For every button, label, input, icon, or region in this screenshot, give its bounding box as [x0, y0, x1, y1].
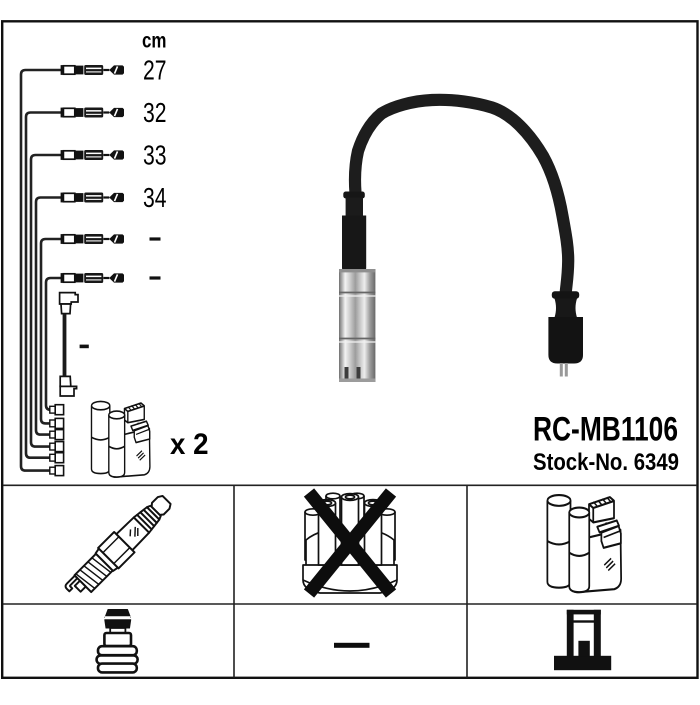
svg-text:34: 34 — [143, 182, 167, 213]
svg-text:cm: cm — [142, 30, 167, 53]
svg-text:27: 27 — [143, 55, 167, 86]
svg-text:x 2: x 2 — [170, 428, 209, 461]
svg-text:32: 32 — [143, 97, 167, 128]
svg-text:Stock-No. 6349: Stock-No. 6349 — [533, 449, 679, 476]
svg-text:33: 33 — [143, 140, 167, 171]
svg-text:RC-MB1106: RC-MB1106 — [533, 411, 678, 449]
